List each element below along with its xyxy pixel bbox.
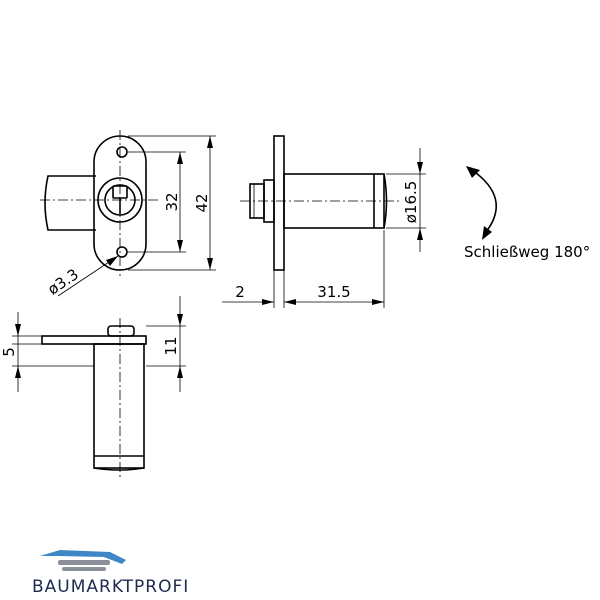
- arrow: [15, 324, 21, 336]
- side-view: 2 31.5 ø16.5: [222, 135, 426, 308]
- rotation-arc: [471, 169, 498, 233]
- arrow: [15, 366, 21, 378]
- side-plate: [273, 135, 285, 271]
- top-body: [93, 343, 145, 469]
- closing-travel-label: Schließweg 180°: [464, 243, 590, 261]
- logo-bar-icon: [58, 560, 110, 565]
- arrow: [106, 256, 118, 266]
- rotation-note: Schließweg 180°: [464, 166, 590, 261]
- arrow: [262, 299, 274, 305]
- rotation-arrow-top: [466, 166, 480, 178]
- arrow: [372, 299, 384, 305]
- rotation-arrow-bottom: [482, 226, 492, 240]
- arrow: [417, 162, 423, 174]
- dimension-31-5-label: 31.5: [317, 283, 350, 301]
- mounting-hole-top: [116, 146, 128, 158]
- arrow: [177, 366, 183, 378]
- top-plate: [41, 335, 147, 345]
- brand-logo: BAUMARKTPROFI: [32, 550, 189, 597]
- dimension-diameter-body-label: ø16.5: [402, 181, 420, 224]
- arrow: [177, 152, 183, 164]
- arrow: [177, 240, 183, 252]
- dimension-5-label: 5: [0, 347, 18, 357]
- dimension-2-label: 2: [235, 283, 245, 301]
- top-view: 5 11: [0, 296, 186, 480]
- dimension-32-label: 32: [163, 192, 181, 211]
- front-view: 42 32 ø3.3: [40, 130, 216, 299]
- arrow: [177, 314, 183, 326]
- dimension-11-label: 11: [162, 336, 180, 355]
- brand-name: BAUMARKTPROFI: [32, 577, 189, 597]
- logo-bar-icon: [62, 567, 106, 571]
- cylinder-stub: [44, 175, 96, 231]
- top-head: [107, 325, 135, 337]
- arrow: [207, 136, 213, 148]
- mounting-hole-bottom: [116, 246, 128, 258]
- logo-roof-icon: [40, 550, 126, 564]
- dimension-diameter-hole-label: ø3.3: [44, 265, 81, 298]
- top-body-end: [93, 467, 145, 471]
- arrow: [207, 258, 213, 270]
- arrow: [417, 228, 423, 240]
- dimension-42-label: 42: [193, 193, 211, 212]
